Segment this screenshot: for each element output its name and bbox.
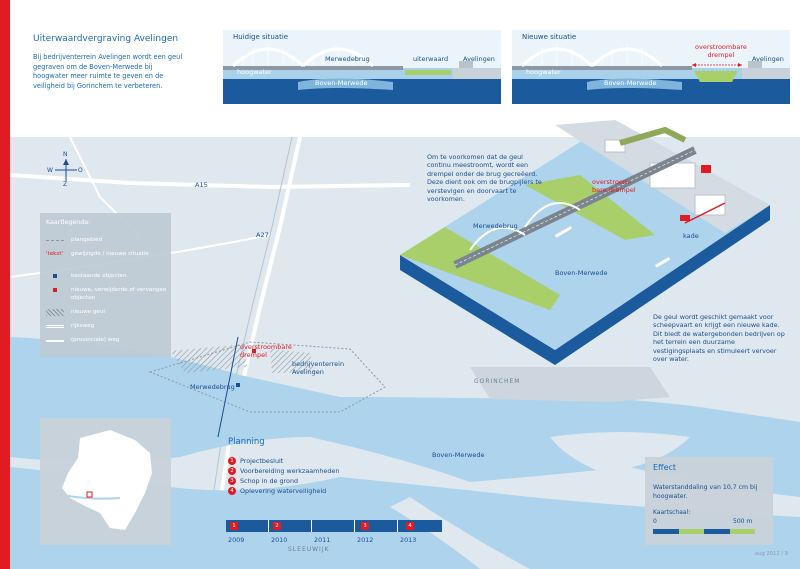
scale-min: 0 [653, 518, 657, 525]
road-a27-label: A27 [256, 231, 269, 239]
scale-max: 500 m [733, 518, 753, 525]
channel-hatch-symbol [46, 309, 64, 316]
new-sill-label: overstroombare drempel [695, 43, 747, 59]
existing-object-symbol [53, 274, 57, 278]
legend-title: Kaartlegenda: [46, 219, 91, 226]
map-sleeuwijk-label: SLEEUWIJK [288, 546, 330, 553]
planning-section: Planning 1 Projectbesluit 2 Voorbereidin… [228, 437, 339, 495]
planning-num-2: 2 [228, 467, 236, 475]
planning-item-4: Oplevering waterveiligheid [240, 487, 327, 495]
timeline-segment [226, 520, 269, 532]
planning-item-3: Schop in de grond [240, 477, 299, 485]
scale-bar [653, 529, 755, 534]
isometric-view: Merwedebrug overstroom- bare drempel kad… [395, 115, 775, 365]
compass-north: N [63, 151, 68, 158]
current-highwater-label: hoogwater [237, 68, 272, 76]
iso-river-label: Boven-Merwede [555, 269, 608, 277]
map-river-label: Boven-Merwede [432, 451, 485, 459]
new-highwater-label: hoogwater [526, 68, 561, 76]
page-title: Uiterwaardvergraving Avelingen [33, 34, 179, 44]
map-gorinchem-label: GORINCHEM [474, 378, 521, 385]
planning-item-1: Projectbesluit [240, 457, 284, 465]
compass-east: O [78, 167, 83, 174]
changed-text-symbol: 'tekst' [46, 251, 64, 257]
effect-box: Effect Waterstanddaling van 10,7 cm bij … [645, 457, 773, 545]
compass-south: Z [63, 181, 68, 188]
new-river-label: Boven-Merwede [604, 79, 657, 87]
current-situation-illustration [223, 30, 501, 104]
map-bridge-label: Merwedebrug [190, 383, 235, 391]
timeline-segment [312, 520, 355, 532]
timeline-year-2009: 2009 [228, 536, 245, 544]
compass-rose-icon [55, 159, 77, 181]
netherlands-inset-map [40, 418, 171, 545]
bridge-marker [236, 383, 240, 387]
compass: N Z W O [47, 151, 85, 189]
current-river-label: Boven-Merwede [315, 79, 368, 87]
page-footer: aug 2012 / 9 [755, 551, 788, 557]
timeline-badge-1: 1 [230, 522, 238, 530]
planarea-symbol [46, 240, 64, 241]
panel-new-title: Nieuwe situatie [522, 33, 577, 41]
panel-current-situation: Huidige situatie Merwedebrug uiterwaard … [223, 30, 501, 104]
highway-symbol [46, 325, 64, 328]
timeline-badge-4: 4 [406, 522, 414, 530]
intro-text: Bij bedrijventerrein Avelingen wordt een… [33, 53, 183, 90]
compass-west: W [47, 167, 53, 174]
timeline-badge-2: 2 [273, 522, 281, 530]
effect-title: Effect [653, 463, 677, 472]
note-sill: Om te voorkomen dat de geul continu mees… [427, 153, 542, 204]
planning-title: Planning [228, 437, 265, 447]
netherlands-outline [62, 430, 152, 530]
timeline-year-2012: 2012 [357, 536, 374, 544]
current-floodplain-label: uiterwaard [413, 55, 449, 63]
iso-quay-label: kade [683, 232, 699, 240]
iso-bridge-label: Merwedebrug [473, 222, 518, 230]
new-town-label: Avelingen [752, 55, 784, 63]
timeline-year-2011: 2011 [314, 536, 331, 544]
planning-timeline: 1 2 3 4 [226, 520, 442, 532]
timeline-segment [355, 520, 398, 532]
current-town-label: Avelingen [463, 55, 495, 63]
timeline-year-2010: 2010 [271, 536, 288, 544]
sill-marker [252, 349, 256, 353]
timeline-year-2013: 2013 [400, 536, 417, 544]
new-object-symbol [53, 288, 57, 292]
panel-new-situation: Nieuwe situatie overstroombare drempel A… [512, 30, 790, 104]
scale-title: Kaartschaal: [653, 509, 691, 516]
effect-text: Waterstanddaling van 10,7 cm bij hoogwat… [653, 484, 758, 500]
iso-sill-label: overstroom- bare drempel [592, 178, 636, 194]
road-a15-label: A15 [195, 181, 208, 189]
timeline-badge-3: 3 [361, 522, 369, 530]
current-bridge-label: Merwedebrug [325, 55, 370, 63]
planning-num-1: 1 [228, 457, 236, 465]
map-industrial-label: bedrijventerrein Avelingen [292, 360, 345, 376]
isometric-illustration [400, 120, 770, 365]
map-legend: Kaartlegenda: plangebied 'tekst' gewijzi… [40, 213, 171, 357]
timeline-segment [269, 520, 312, 532]
road-symbol [46, 340, 64, 342]
planning-item-2: Voorbereiding werkzaamheden [240, 467, 340, 475]
red-side-bar [0, 0, 10, 569]
planning-num-3: 3 [228, 477, 236, 485]
note-quay: De geul wordt geschikt gemaakt voor sche… [653, 313, 785, 364]
map-sill-label: overstroombare drempel [240, 343, 292, 359]
panel-current-title: Huidige situatie [233, 33, 289, 41]
new-situation-illustration [512, 30, 790, 104]
planning-num-4: 4 [228, 487, 236, 495]
